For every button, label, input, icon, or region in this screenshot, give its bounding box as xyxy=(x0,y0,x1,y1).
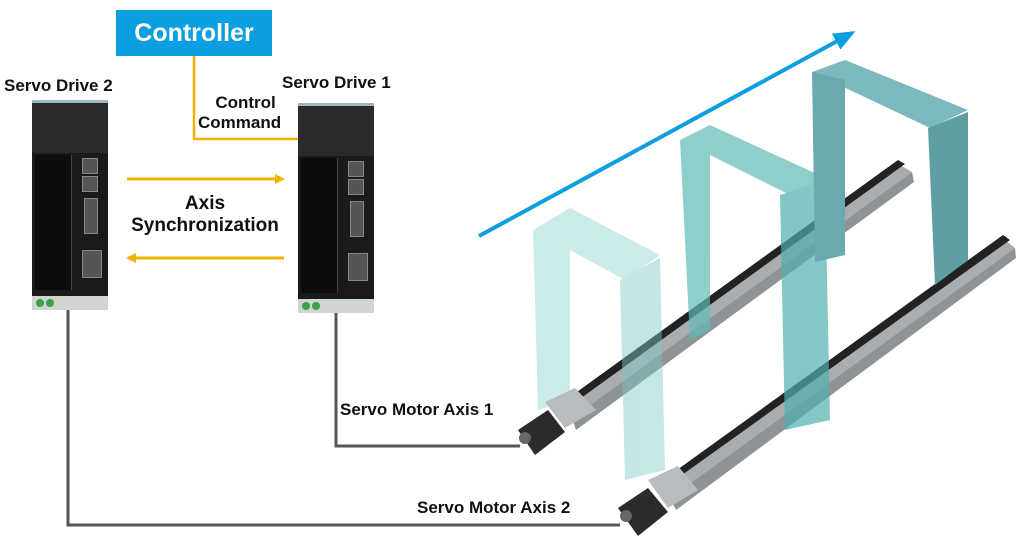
drive-display-panel xyxy=(298,103,374,156)
servo-drive-2-label: Servo Drive 2 xyxy=(4,76,113,95)
gantry-position-3 xyxy=(812,60,968,285)
servo-motor-axis2-label: Servo Motor Axis 2 xyxy=(417,498,571,517)
linear-rail-axis1 xyxy=(560,160,914,430)
control-command-label: Control Command xyxy=(198,93,281,133)
axis-sync-label: Axis Synchronization xyxy=(120,193,290,237)
terminal-block-icon xyxy=(348,253,368,281)
status-led-icon xyxy=(46,299,54,307)
drive-display-panel xyxy=(32,100,108,153)
status-led-icon xyxy=(36,299,44,307)
servo-drive-2 xyxy=(32,100,108,310)
controller-box: Controller xyxy=(116,10,272,56)
dsub-connector-icon xyxy=(350,201,364,237)
dsub-connector-icon xyxy=(84,198,98,234)
drive-front-panel xyxy=(35,155,72,290)
servo-drive-1-label: Servo Drive 1 xyxy=(282,73,391,92)
cable-axis2 xyxy=(66,304,620,527)
axis-sync-line2: Synchronization xyxy=(131,215,279,236)
ethernet-port-icon xyxy=(82,176,98,192)
cable-axis1 xyxy=(334,296,520,448)
gantry-position-1 xyxy=(533,208,665,480)
motion-direction-arrow xyxy=(478,31,856,238)
control-command-line xyxy=(192,56,300,141)
drive-front-panel xyxy=(301,158,338,293)
gantry-position-2 xyxy=(680,125,830,430)
status-led-icon xyxy=(312,302,320,310)
servo-motor-axis1-label: Servo Motor Axis 1 xyxy=(340,400,494,419)
servo-motor-axis2 xyxy=(618,466,698,536)
linear-rail-axis2 xyxy=(660,235,1016,510)
control-command-line1: Control xyxy=(215,93,276,112)
axis-sync-line1: Axis xyxy=(184,193,226,214)
status-led-icon xyxy=(302,302,310,310)
ethernet-port-icon xyxy=(82,158,98,174)
control-command-line2: Command xyxy=(198,113,282,132)
servo-drive-1 xyxy=(298,103,374,313)
terminal-block-icon xyxy=(82,250,102,278)
controller-label: Controller xyxy=(134,18,254,47)
ethernet-port-icon xyxy=(348,179,364,195)
servo-motor-axis1 xyxy=(518,388,596,455)
ethernet-port-icon xyxy=(348,161,364,177)
